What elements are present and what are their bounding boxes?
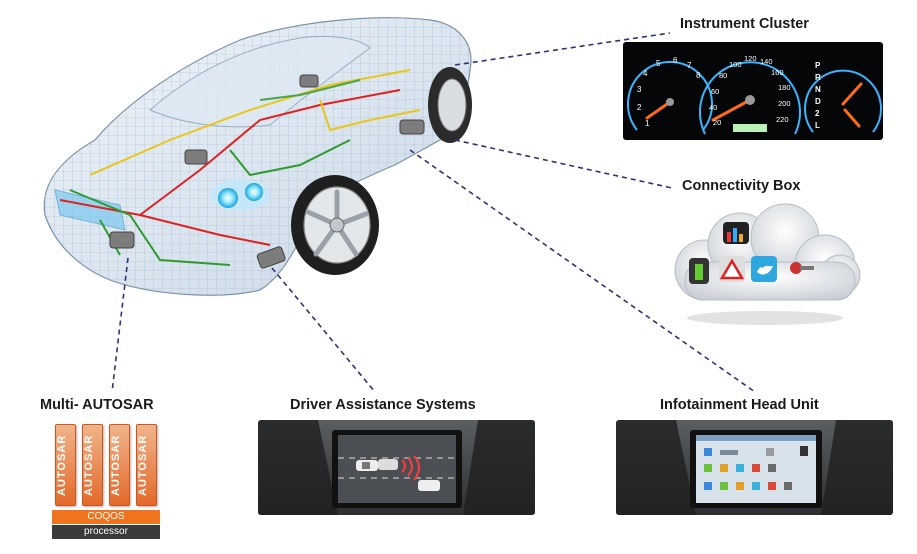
speed-tick-80: 80 [719,71,727,80]
label-driver-assistance: Driver Assistance Systems [290,397,476,413]
gear-d: D [815,97,821,106]
driver-assistance-screen [258,420,535,515]
autosar-column-2-label: AUTOSAR [83,434,95,496]
tach-tick-8: 8 [696,71,701,80]
speed-tick-140: 140 [760,57,773,66]
twitter-icon [751,256,777,282]
speed-tick-160: 160 [771,68,784,77]
radar-waves [401,455,420,481]
tach-tick-3: 3 [637,85,642,94]
connector-lines [111,32,756,393]
tach-tick-7: 7 [687,61,692,70]
instrument-cluster-panel: 1 2 3 4 5 6 7 8 20 40 60 80 100 120 140 … [623,42,883,140]
connectivity-cloud [674,203,861,325]
infotainment-screen [616,420,893,515]
speed-tick-100: 100 [729,60,742,69]
front-grille [54,189,126,231]
tach-tick-6: 6 [673,56,678,65]
gear-2: 2 [815,109,820,118]
connector-connectivity-box [454,139,673,189]
gear-l: L [815,121,820,130]
coqos-layer: COQOS [52,510,160,524]
autosar-stack: AUTOSAR AUTOSAR AUTOSAR AUTOSAR COQOS pr… [50,420,165,540]
tachometer-ticks: 1 2 3 4 5 6 7 8 [637,56,701,128]
speed-tick-220: 220 [776,115,789,124]
speed-tick-40: 40 [709,103,717,112]
driver-assistance-panel [258,420,535,515]
front-wheel [291,175,379,275]
label-connectivity-box: Connectivity Box [682,178,801,194]
autosar-column-1-label: AUTOSAR [56,434,68,496]
speed-tick-120: 120 [744,54,757,63]
connector-instrument-cluster [454,32,671,66]
rear-wheel [428,67,472,143]
ecu-modules [109,74,425,269]
speed-tick-60: 60 [711,87,719,96]
tach-tick-5: 5 [656,59,661,68]
assist-car-side [378,459,398,470]
instrument-cluster-gauges: 1 2 3 4 5 6 7 8 20 40 60 80 100 120 140 … [627,54,882,135]
speed-tick-180: 180 [778,83,791,92]
windshield [149,35,371,128]
headlight [210,179,270,211]
autosar-column-2: AUTOSAR [82,424,103,506]
label-instrument-cluster: Instrument Cluster [680,16,809,32]
label-infotainment: Infotainment Head Unit [660,397,819,413]
app-icon-chart [723,222,749,244]
infotainment-panel [616,420,893,515]
tach-tick-1: 1 [645,119,650,128]
battery-icon [689,258,709,284]
autosar-column-3-label: AUTOSAR [110,434,122,496]
autosar-column-3: AUTOSAR [109,424,130,506]
gear-p: P [815,61,821,70]
autosar-column-4: AUTOSAR [136,424,157,506]
warning-icon [719,256,745,282]
wiring-harness [59,69,421,266]
autosar-column-4-label: AUTOSAR [137,434,149,496]
speed-tick-200: 200 [778,99,791,108]
fuel-temp-gauge [804,69,882,133]
label-multi-autosar: Multi- AUTOSAR [40,397,154,413]
gear-indicator: P R N D 2 L [815,61,821,130]
processor-layer: processor [52,525,160,539]
gear-n: N [815,85,821,94]
autosar-column-1: AUTOSAR [55,424,76,506]
connector-infotainment [409,149,756,393]
speedometer-ticks: 20 40 60 80 100 120 140 160 180 200 220 [709,54,791,127]
car-wireframe [43,17,472,296]
tachometer-gauge [627,61,713,131]
assist-car-rear [418,480,440,491]
gear-r: R [815,73,821,82]
speedometer-gauge [699,61,801,135]
tach-tick-2: 2 [637,103,642,112]
tach-tick-4: 4 [643,69,648,78]
assist-car-front [356,460,378,471]
key-icon [790,262,814,274]
home-screen-icons [704,446,808,490]
connector-multi-autosar [111,257,129,393]
speed-tick-20: 20 [713,118,721,127]
connector-driver-assistance [271,267,376,393]
